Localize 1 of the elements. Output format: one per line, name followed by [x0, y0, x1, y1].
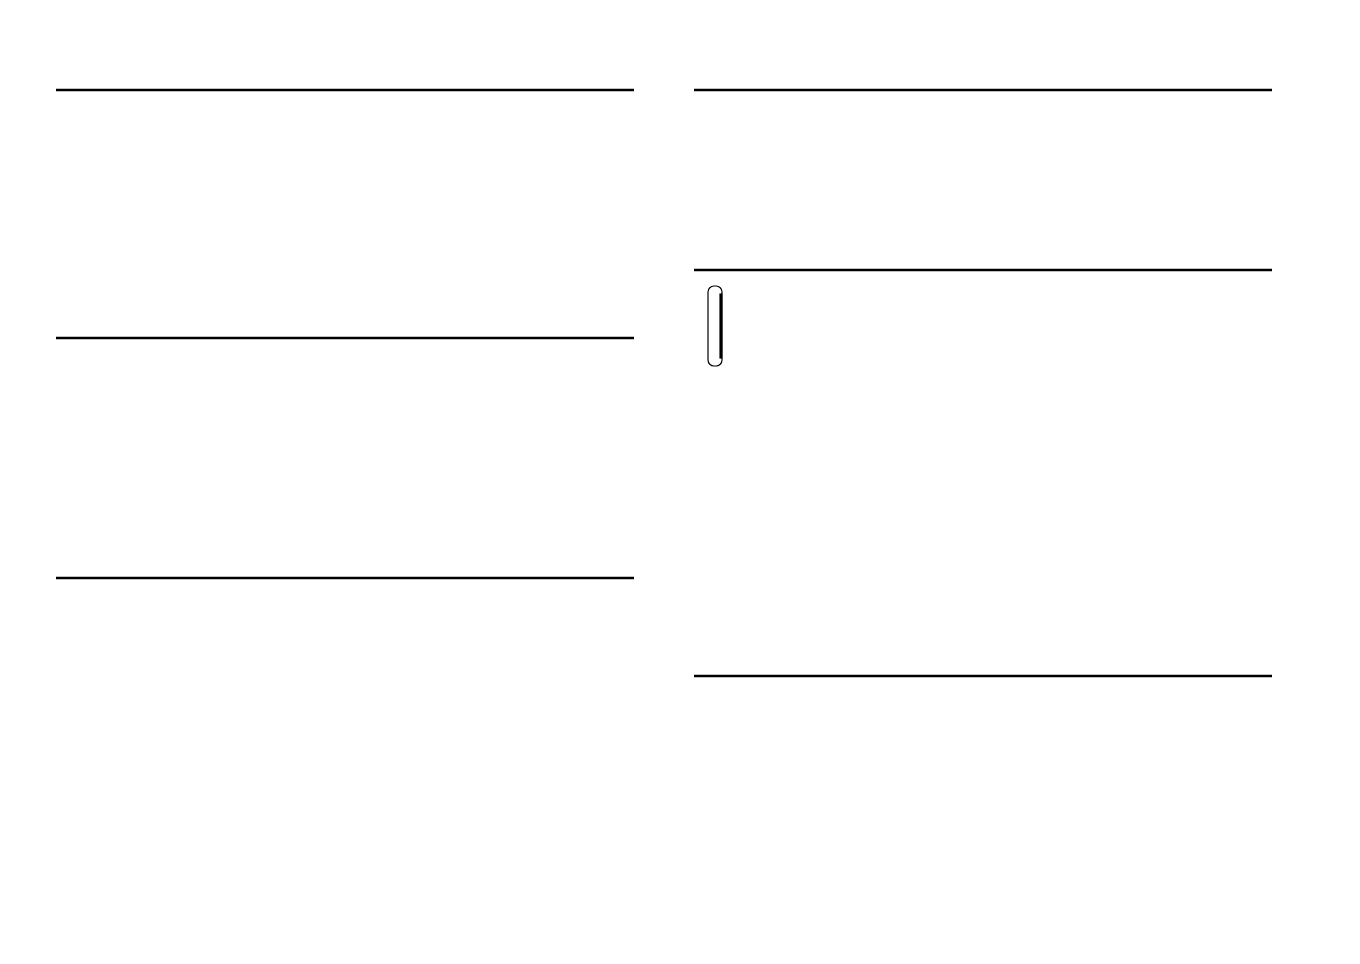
- rounded-bar: [707, 285, 723, 367]
